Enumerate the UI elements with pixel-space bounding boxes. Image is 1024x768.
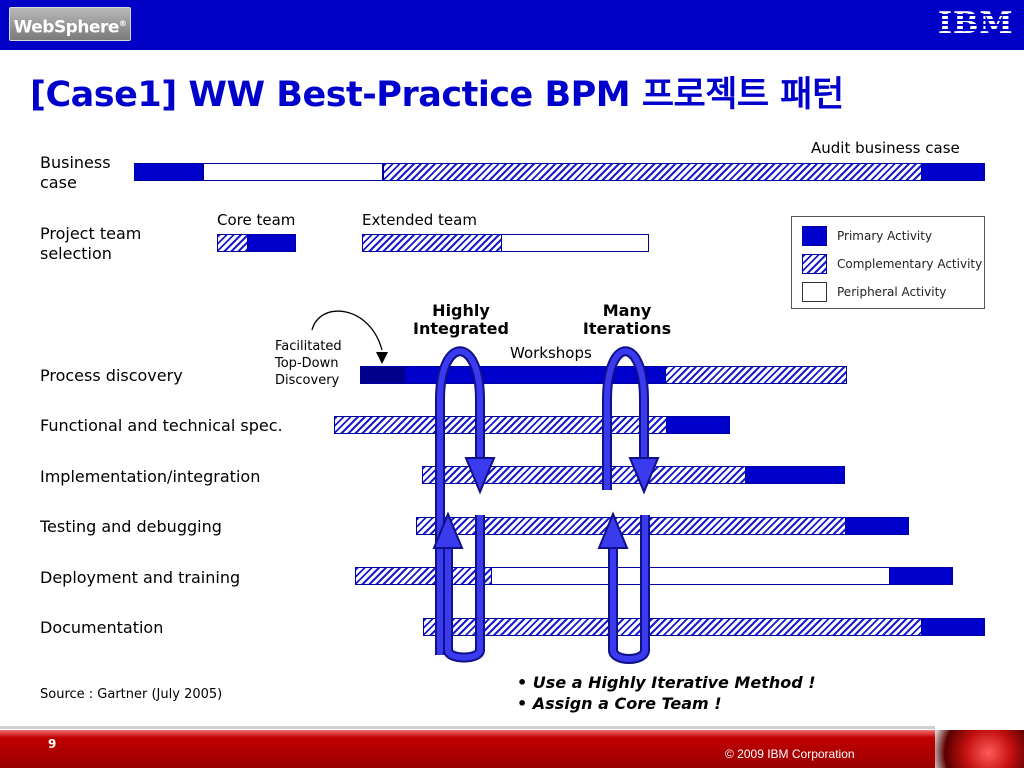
legend-label-primary: Primary Activity [837, 229, 933, 243]
bar-impl-primary [745, 466, 845, 484]
bullet-item: • Assign a Core Team ! [517, 694, 722, 713]
header-bar [0, 0, 1024, 50]
footer-separator [0, 726, 935, 729]
legend-swatch-complementary [802, 254, 827, 274]
facilitated-arrow [311, 310, 383, 351]
row-label-implementation: Implementation/integration [40, 467, 261, 486]
bar-business-peripheral [203, 163, 383, 181]
bar-business-primary-1 [134, 163, 203, 181]
bar-deploy-primary [889, 567, 953, 585]
source-note: Source : Gartner (July 2005) [40, 687, 223, 702]
legend: Primary Activity Complementary Activity … [791, 216, 985, 309]
extended-team-label: Extended team [362, 211, 477, 229]
footer-car-image [935, 730, 1024, 768]
loop-highly-integrated [432, 346, 496, 663]
core-team-label: Core team [217, 211, 296, 229]
footer-bar [0, 730, 935, 768]
audit-label: Audit business case [811, 139, 960, 157]
row-label-testing: Testing and debugging [40, 517, 222, 536]
legend-swatch-primary [802, 226, 827, 246]
row-label-documentation: Documentation [40, 618, 164, 637]
row-label-functional-spec: Functional and technical spec. [40, 416, 283, 435]
bullet-item: • Use a Highly Iterative Method ! [517, 673, 816, 692]
page-title: [Case1] WW Best-Practice BPM 프로젝트 패턴 [30, 75, 844, 115]
bullet-list: • Use a Highly Iterative Method ! • Assi… [517, 672, 816, 714]
legend-label-complementary: Complementary Activity [837, 257, 983, 271]
row-label-deployment: Deployment and training [40, 568, 241, 587]
copyright: © 2009 IBM Corporation [725, 747, 855, 761]
facilitated-arrowhead [376, 352, 388, 364]
websphere-logo: WebSphere® [9, 7, 131, 41]
bar-business-primary-2 [921, 163, 985, 181]
bar-extended-peripheral [501, 234, 649, 252]
page-number: 9 [48, 737, 57, 751]
loop-many-iterations [597, 346, 660, 664]
legend-swatch-peripheral [802, 282, 827, 302]
row-label-process-discovery: Process discovery [40, 366, 183, 385]
legend-label-peripheral: Peripheral Activity [837, 285, 947, 299]
bar-core-primary [247, 234, 296, 252]
bar-doc-primary [921, 618, 985, 636]
workshops-label: Workshops [510, 344, 592, 362]
bar-test-primary [845, 517, 909, 535]
bar-discovery-complementary [665, 366, 847, 384]
bar-spec-primary [666, 416, 730, 434]
